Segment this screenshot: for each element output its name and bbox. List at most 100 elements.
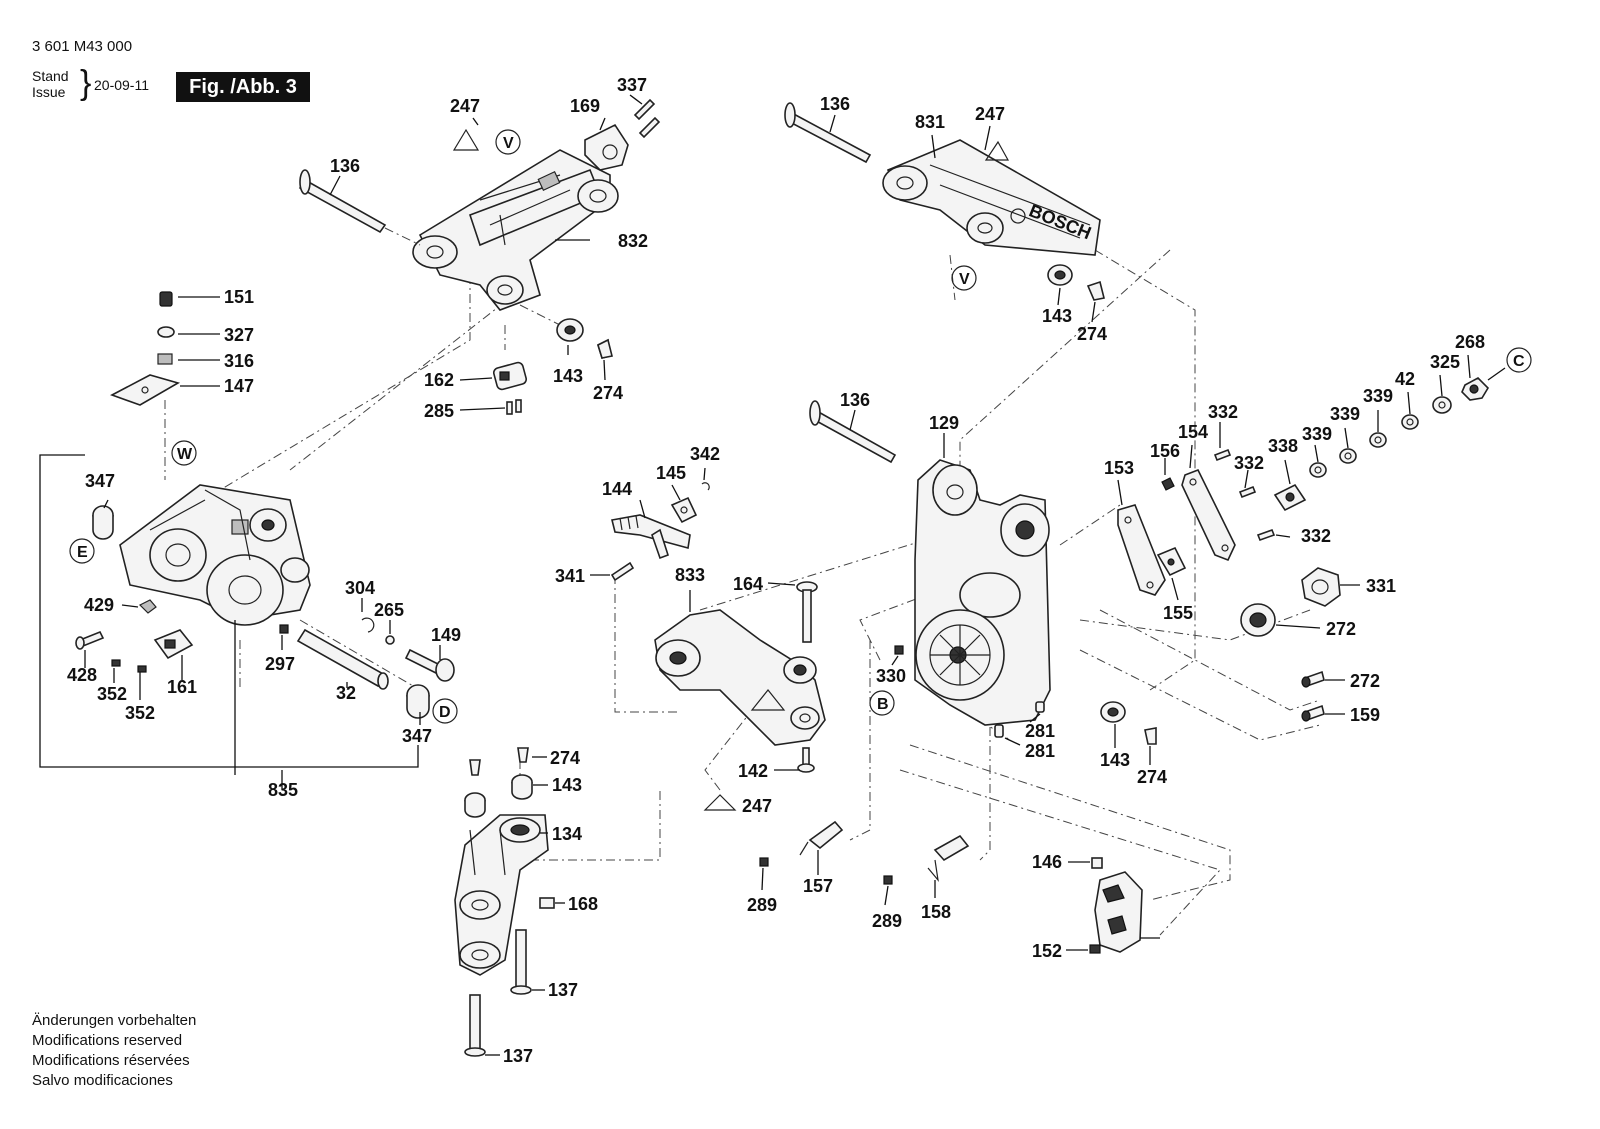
notice-line-de: Änderungen vorbehalten bbox=[32, 1012, 197, 1029]
part-number: 3 601 M43 000 bbox=[32, 38, 133, 55]
nut-325 bbox=[1461, 377, 1490, 401]
screws-285 bbox=[506, 399, 522, 415]
callout-label: 274 bbox=[593, 383, 623, 403]
callout-label: 169 bbox=[570, 96, 600, 116]
bracket-831: BOSCH bbox=[882, 139, 1101, 256]
callout-label: 325 bbox=[1430, 352, 1460, 372]
screw-289-left bbox=[759, 857, 769, 867]
group-bracket-835 bbox=[39, 454, 419, 775]
block-162 bbox=[492, 361, 528, 391]
callout-label: 157 bbox=[803, 876, 833, 896]
figure-label: Fig. /Abb. 3 bbox=[176, 72, 310, 102]
callout-label: 42 bbox=[1395, 369, 1415, 389]
callout-label: 152 bbox=[1032, 941, 1062, 961]
callout-label: 331 bbox=[1366, 576, 1396, 596]
reference-marker-d: D bbox=[432, 698, 458, 724]
callout-label: 154 bbox=[1178, 422, 1208, 442]
clip-169 bbox=[584, 123, 629, 171]
bumper-347-right bbox=[406, 684, 430, 719]
callout-label: 428 bbox=[67, 665, 97, 685]
screws-332 bbox=[1213, 448, 1276, 542]
callout-label: 289 bbox=[747, 895, 777, 915]
nut-429 bbox=[138, 599, 157, 614]
reference-marker-c-text: C bbox=[1513, 353, 1525, 370]
callout-label: 146 bbox=[1032, 852, 1062, 872]
screws-337 bbox=[633, 98, 661, 139]
callout-label: 159 bbox=[1350, 705, 1380, 725]
callout-label: 161 bbox=[167, 677, 197, 697]
callout-label: 330 bbox=[876, 666, 906, 686]
bearing-331 bbox=[1240, 603, 1276, 637]
callout-label: 136 bbox=[820, 94, 850, 114]
callout-label: 289 bbox=[872, 911, 902, 931]
triangle-marker-247-b bbox=[984, 140, 1010, 161]
reference-marker-v-right-text: V bbox=[959, 271, 970, 288]
callout-label: 32 bbox=[336, 683, 356, 703]
plate-154 bbox=[1181, 468, 1236, 562]
callout-label: 274 bbox=[1077, 324, 1107, 344]
left-housing-835 bbox=[119, 484, 311, 626]
callout-label: 265 bbox=[374, 600, 404, 620]
callout-label: 147 bbox=[224, 376, 254, 396]
callout-label: 285 bbox=[424, 401, 454, 421]
spring-342 bbox=[701, 482, 710, 491]
arm-833 bbox=[654, 609, 826, 746]
callout-label: 134 bbox=[552, 824, 582, 844]
screw-146 bbox=[1089, 944, 1101, 954]
reference-marker-d-text: D bbox=[439, 704, 451, 721]
callout-label: 304 bbox=[345, 578, 375, 598]
callout-label: 272 bbox=[1326, 619, 1356, 639]
callout-label: 151 bbox=[224, 287, 254, 307]
callout-label: 268 bbox=[1455, 332, 1485, 352]
callout-label: 136 bbox=[330, 156, 360, 176]
screw-428 bbox=[75, 630, 105, 650]
callout-label: 137 bbox=[548, 980, 578, 1000]
bushing-143-center bbox=[464, 774, 533, 818]
callout-label: 158 bbox=[921, 902, 951, 922]
screw-297 bbox=[279, 624, 289, 634]
callout-label: 274 bbox=[550, 748, 580, 768]
pin-137-lower bbox=[464, 994, 486, 1057]
callout-label: 137 bbox=[503, 1046, 533, 1066]
modification-notice: Änderungen vorbehalten Modifications res… bbox=[32, 1011, 196, 1091]
callout-label: 297 bbox=[265, 654, 295, 674]
spring-158 bbox=[927, 834, 970, 883]
screw-274-left bbox=[597, 338, 613, 359]
bumper-347-left bbox=[92, 505, 114, 540]
callout-label: 143 bbox=[1042, 306, 1072, 326]
screw-168 bbox=[539, 897, 555, 909]
washer-265 bbox=[385, 635, 395, 645]
callout-labels: 136 247 169 337 832 162 285 143 274 151 … bbox=[67, 75, 1485, 1066]
callout-label: 142 bbox=[738, 761, 768, 781]
callout-label: 136 bbox=[840, 390, 870, 410]
callout-label: 338 bbox=[1268, 436, 1298, 456]
triangle-marker-247-d bbox=[703, 794, 737, 811]
bushing-143-right bbox=[1100, 701, 1126, 723]
screws-272 bbox=[1301, 670, 1325, 722]
ring-304 bbox=[361, 617, 375, 633]
link-134 bbox=[454, 814, 549, 976]
reference-marker-v-right: V bbox=[951, 265, 977, 291]
reference-markers: V V W E D B C bbox=[69, 129, 1532, 724]
plate-153 bbox=[1117, 504, 1166, 596]
reference-marker-b-text: B bbox=[877, 696, 889, 713]
pins-281 bbox=[994, 701, 1045, 738]
callout-label: 164 bbox=[733, 574, 763, 594]
callout-label: 143 bbox=[553, 366, 583, 386]
callout-label: 332 bbox=[1234, 453, 1264, 473]
pin-142 bbox=[797, 747, 815, 773]
callout-label: 145 bbox=[656, 463, 686, 483]
reference-marker-w: W bbox=[171, 440, 197, 466]
pin-137-upper bbox=[510, 929, 532, 995]
callout-label: 316 bbox=[224, 351, 254, 371]
screw-159 bbox=[1091, 857, 1103, 869]
washers-339-42 bbox=[1309, 396, 1452, 478]
reference-marker-v-left-text: V bbox=[503, 135, 514, 152]
housing-129 bbox=[914, 459, 1051, 726]
callout-label: 337 bbox=[617, 75, 647, 95]
callout-label: 155 bbox=[1163, 603, 1193, 623]
reference-marker-v-left: V bbox=[495, 129, 521, 155]
callout-label: 153 bbox=[1104, 458, 1134, 478]
screw-289-right bbox=[883, 875, 893, 885]
